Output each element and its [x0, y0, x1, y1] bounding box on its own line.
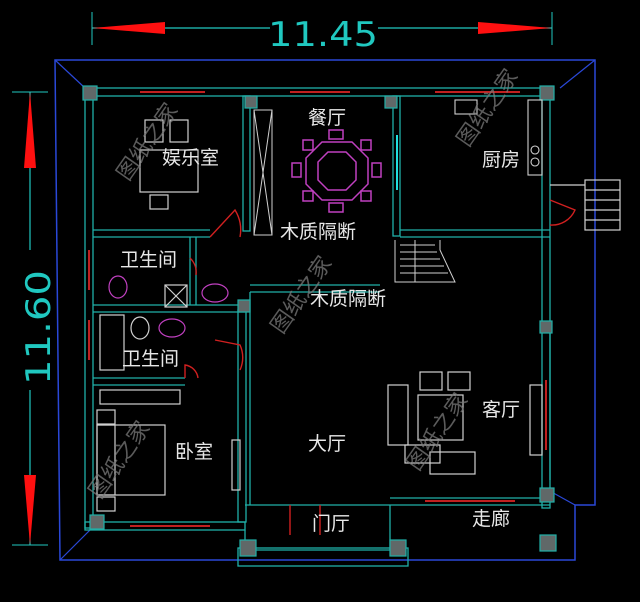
dimension-arrow-top	[24, 92, 36, 168]
staircase	[394, 240, 456, 283]
bedroom-furniture	[96, 389, 241, 512]
room-label-wood-partition-2: 木质隔断	[310, 288, 386, 310]
doors	[184, 199, 576, 535]
room-label-foyer: 门厅	[312, 513, 350, 535]
room-label-bathroom-2: 卫生间	[122, 348, 179, 370]
width-dimension-label: 11.45	[268, 15, 378, 55]
room-label-wood-partition-1: 木质隔断	[280, 221, 356, 243]
roof-outline	[54, 59, 596, 561]
left-dimension: 11.60	[12, 91, 59, 546]
dining-table	[291, 129, 382, 213]
room-label-entertainment: 娱乐室	[162, 147, 219, 169]
top-dimension: 11.45	[91, 12, 553, 55]
dimension-arrow-bottom	[24, 475, 36, 545]
room-label-dining: 餐厅	[308, 107, 346, 129]
dimension-arrow-left	[92, 22, 165, 34]
wood-partition-screen	[253, 109, 273, 236]
room-label-living-room: 客厅	[482, 399, 520, 421]
pillars	[82, 85, 557, 557]
kitchen-steps	[550, 179, 621, 231]
room-label-bathroom-1: 卫生间	[120, 249, 177, 271]
watermark-5: 图纸之家	[84, 417, 155, 503]
room-label-corridor: 走廊	[472, 508, 510, 530]
entertainment-furniture	[139, 119, 199, 210]
room-label-kitchen: 厨房	[482, 149, 520, 171]
height-dimension-label: 11.60	[19, 270, 59, 385]
living-furniture	[387, 371, 543, 475]
walls	[84, 87, 551, 567]
bathroom-fixtures	[99, 275, 229, 371]
room-label-bedroom: 卧室	[175, 441, 213, 463]
dimension-arrow-right	[478, 22, 552, 34]
windows	[88, 91, 547, 527]
watermark-2: 图纸之家	[452, 65, 523, 151]
room-label-hall: 大厅	[308, 433, 346, 455]
kitchen-fixtures	[454, 99, 543, 176]
